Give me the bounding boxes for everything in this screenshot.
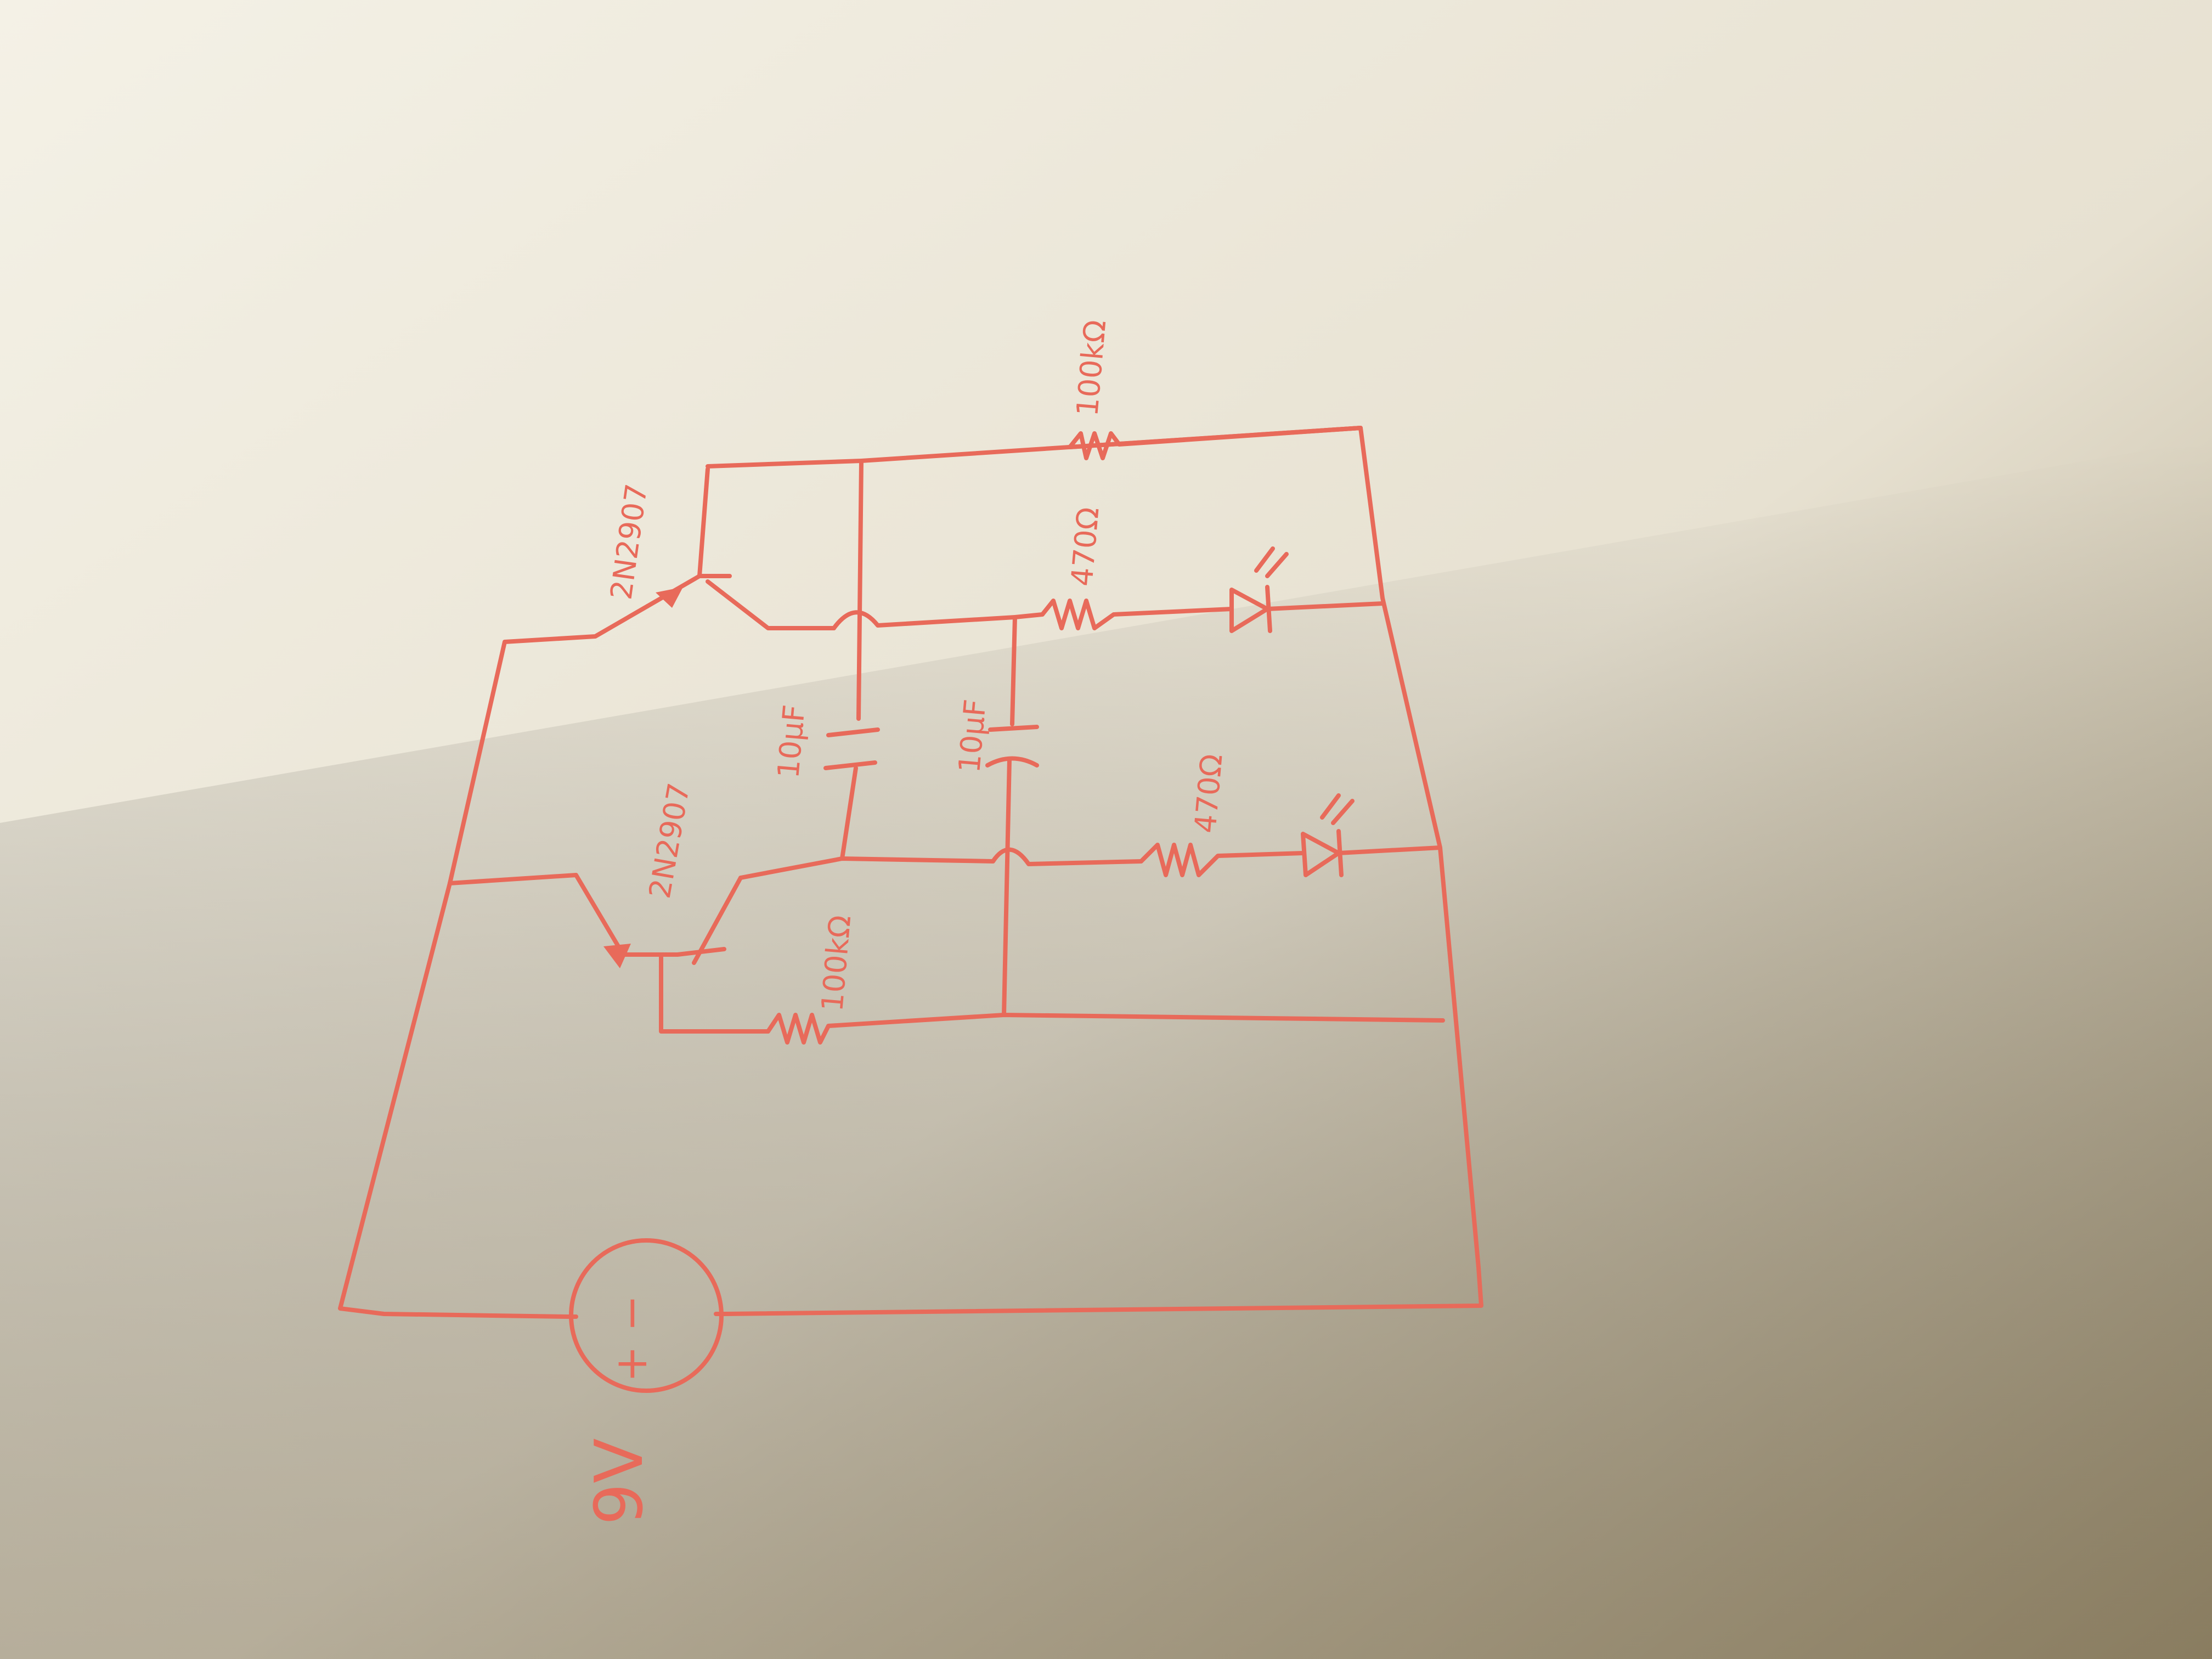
label-capacitor-left: 10μF [771, 703, 811, 780]
wire-middle [738, 847, 1143, 880]
wire-left-of-t1 [448, 604, 650, 885]
resistor-led1 [1040, 599, 1234, 630]
label-battery-terminals: + − [606, 1295, 657, 1383]
wire-outer-bottom [706, 426, 1483, 1316]
resistor-base [766, 1013, 1445, 1045]
wire-outer-left [338, 881, 570, 1319]
wire-vertical-left [840, 459, 864, 861]
battery [566, 1238, 726, 1393]
label-resistor-led2: 470Ω [1188, 753, 1229, 834]
led-bottom [1301, 793, 1442, 877]
led-top [1229, 546, 1385, 633]
label-resistor-top: 100kΩ [1070, 319, 1113, 417]
label-transistor-top: 2N2907 [603, 482, 654, 602]
label-battery-voltage: 9V [582, 1438, 658, 1525]
wire-left-of-t2 [448, 873, 622, 951]
label-resistor-base: 100kΩ [815, 914, 857, 1013]
wire-top-crossing [832, 610, 1045, 630]
capacitor-left [823, 727, 880, 770]
transistor-top-arrow-icon [656, 587, 683, 608]
label-capacitor-right: 10μF [952, 698, 992, 774]
ink-layer [338, 426, 1483, 1393]
transistor-top [645, 467, 836, 630]
resistor-led2 [1139, 843, 1305, 877]
label-resistor-led1: 470Ω [1064, 506, 1105, 588]
capacitor-right [985, 615, 1039, 1017]
label-transistor-bottom: 2N2907 [642, 780, 697, 901]
transistor-bottom [603, 876, 770, 1034]
resistor-top-feedback [1068, 426, 1363, 460]
transistor-bottom-arrow-icon [603, 944, 631, 968]
